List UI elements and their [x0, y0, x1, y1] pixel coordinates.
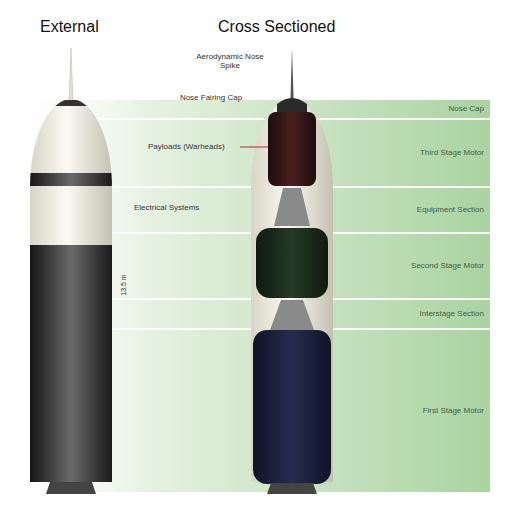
section-band: First Stage Motor: [340, 330, 490, 492]
section-label: Nose Cap: [448, 105, 484, 114]
section-label: Equipment Section: [417, 206, 484, 215]
leader-line: [240, 147, 268, 148]
external-missile: [30, 48, 112, 494]
cross-section-missile: [251, 48, 333, 494]
section-label: Second Stage Motor: [411, 262, 484, 271]
heading: External: [40, 18, 140, 36]
section-label: Third Stage Motor: [420, 149, 484, 158]
section-band: Second Stage Motor: [340, 234, 490, 298]
part-label: Aerodynamic Nose Spike: [190, 52, 270, 70]
section-band: Nose Cap: [340, 100, 490, 118]
part-label: Payloads (Warheads): [148, 142, 238, 151]
section-label: First Stage Motor: [423, 407, 484, 416]
section-band: Interstage Section: [340, 300, 490, 328]
dimension: 13.5 m: [120, 274, 128, 295]
section-band: Third Stage Motor: [340, 120, 490, 186]
section-label: Interstage Section: [420, 310, 484, 319]
part-label: Nose Fairing Cap: [166, 93, 256, 102]
section-band: Equipment Section: [340, 188, 490, 232]
heading: Cross Sectioned: [218, 18, 378, 36]
part-label: Electrical Systems: [134, 203, 234, 212]
